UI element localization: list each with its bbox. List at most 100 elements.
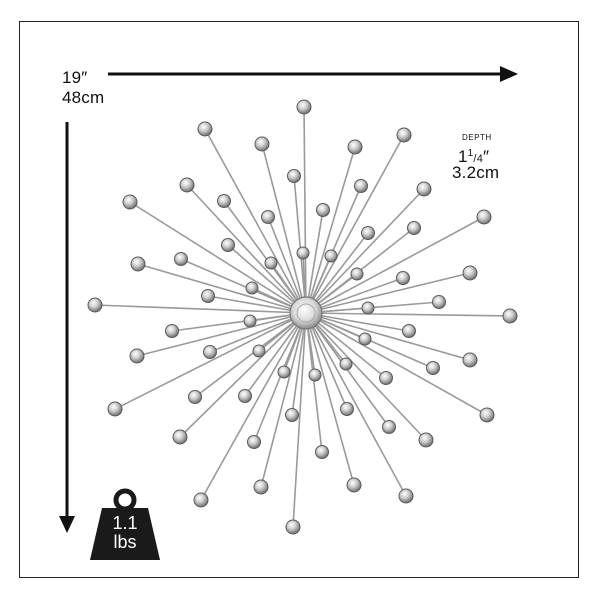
crystal-gem bbox=[358, 332, 372, 346]
rod bbox=[305, 312, 471, 361]
height-arrow bbox=[59, 122, 75, 533]
crystal-gem bbox=[296, 99, 312, 115]
crystal-gem bbox=[462, 265, 478, 281]
rod bbox=[293, 175, 307, 314]
width-arrow bbox=[108, 66, 518, 82]
rod bbox=[292, 312, 307, 528]
image-frame bbox=[19, 21, 579, 578]
rod bbox=[305, 216, 485, 314]
crystal-gem bbox=[285, 408, 299, 422]
rod bbox=[305, 277, 404, 314]
crystal-gem bbox=[172, 429, 188, 445]
crystal-gem bbox=[361, 226, 375, 240]
crystal-gem bbox=[426, 361, 440, 375]
crystal-gem bbox=[398, 488, 414, 504]
rod bbox=[179, 312, 307, 438]
weight-unit: lbs bbox=[113, 532, 137, 552]
rod bbox=[137, 263, 307, 314]
crystal-gem bbox=[350, 267, 364, 281]
rod bbox=[305, 312, 427, 441]
crystal-gem bbox=[396, 271, 410, 285]
rod bbox=[261, 143, 307, 314]
crystal-gem bbox=[476, 209, 492, 225]
crystal-gem bbox=[261, 210, 275, 224]
crystal-gem bbox=[382, 420, 396, 434]
crystal-gem bbox=[252, 344, 266, 358]
crystal-gem bbox=[174, 252, 188, 266]
width-cm-label: 48cm bbox=[62, 88, 105, 107]
rod bbox=[94, 304, 307, 314]
starburst-rods bbox=[94, 106, 511, 528]
rod bbox=[136, 312, 307, 357]
rod bbox=[305, 312, 488, 416]
rod bbox=[305, 146, 356, 314]
crystal-gem bbox=[285, 519, 301, 535]
crystal-gem bbox=[407, 221, 421, 235]
crystal-gem bbox=[243, 314, 257, 328]
crystal-gem bbox=[203, 345, 217, 359]
crystal-gem bbox=[339, 357, 353, 371]
rod bbox=[291, 312, 307, 416]
crystal-gem bbox=[247, 435, 261, 449]
rod bbox=[305, 272, 471, 314]
crystal-gem bbox=[277, 365, 291, 379]
rod bbox=[180, 258, 307, 314]
rod bbox=[204, 128, 307, 314]
crystal-gem bbox=[179, 177, 195, 193]
crystal-gem bbox=[245, 281, 259, 295]
rod bbox=[244, 312, 307, 397]
width-inches-label: 19″ bbox=[62, 68, 88, 87]
rod bbox=[303, 106, 307, 314]
rod bbox=[260, 312, 307, 488]
crystal-gem bbox=[418, 432, 434, 448]
crystal-gem bbox=[193, 492, 209, 508]
crystal-gem bbox=[87, 297, 103, 313]
crystal-gem bbox=[107, 401, 123, 417]
rod bbox=[305, 209, 324, 314]
rod bbox=[305, 312, 348, 410]
starburst-gems bbox=[87, 99, 518, 535]
crystal-gem bbox=[201, 289, 215, 303]
crystal-gem bbox=[238, 389, 252, 403]
crystal-gem bbox=[416, 181, 432, 197]
crystal-gem bbox=[254, 136, 270, 152]
rod bbox=[267, 216, 307, 314]
crystal-gem bbox=[197, 121, 213, 137]
rod bbox=[305, 312, 387, 379]
rod bbox=[305, 232, 369, 314]
crystal-gem bbox=[316, 203, 330, 217]
rod bbox=[114, 312, 307, 410]
rod bbox=[305, 312, 355, 486]
crystal-gem bbox=[324, 249, 338, 263]
crystal-gem bbox=[354, 179, 368, 193]
weight-label: 1.1 lbs bbox=[88, 514, 162, 552]
center-hub-ring bbox=[296, 303, 316, 323]
crystal-gem bbox=[340, 402, 354, 416]
crystal-gem bbox=[502, 308, 518, 324]
crystal-gem bbox=[361, 301, 375, 315]
crystal-gem bbox=[462, 352, 478, 368]
depth-cm-label: 3.2cm bbox=[452, 163, 500, 182]
rod bbox=[305, 312, 511, 317]
depth-inches-label: 11/4″ bbox=[458, 147, 490, 166]
crystal-gem bbox=[287, 169, 301, 183]
crystal-gem bbox=[479, 407, 495, 423]
crystal-gem bbox=[253, 479, 269, 495]
center-hub bbox=[289, 296, 323, 330]
crystal-gem bbox=[432, 295, 446, 309]
rod bbox=[200, 312, 307, 501]
crystal-gem bbox=[347, 139, 363, 155]
weight-value: 1.1 bbox=[112, 513, 138, 533]
crystal-gem bbox=[402, 324, 416, 338]
crystal-gem bbox=[396, 127, 412, 143]
crystal-gem bbox=[217, 194, 231, 208]
weight-icon bbox=[90, 488, 160, 560]
crystal-gem bbox=[296, 246, 310, 260]
rod bbox=[305, 312, 407, 497]
crystal-gem bbox=[221, 238, 235, 252]
crystal-gem bbox=[346, 477, 362, 493]
crystal-gem bbox=[264, 256, 278, 270]
rod bbox=[129, 201, 307, 314]
rod bbox=[227, 244, 307, 314]
